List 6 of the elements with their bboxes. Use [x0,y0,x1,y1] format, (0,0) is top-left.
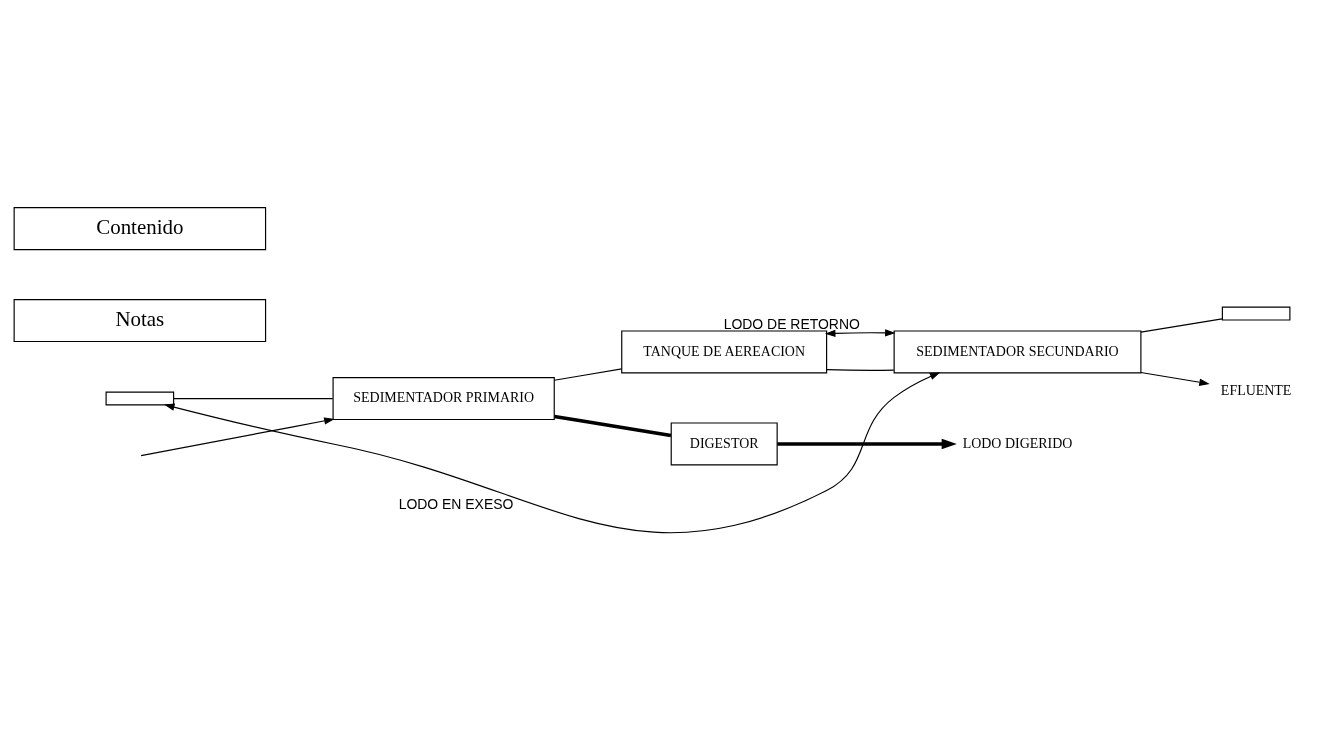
node-text: EFLUENTE [1220,382,1292,398]
label: Notas [115,306,165,331]
node-text: LODO DIGERIDO [962,435,1073,451]
edge-label: LODO DE RETORNO [723,315,860,332]
label: Contenido [96,214,184,239]
edge-label: LODO EN EXESO [398,495,514,512]
